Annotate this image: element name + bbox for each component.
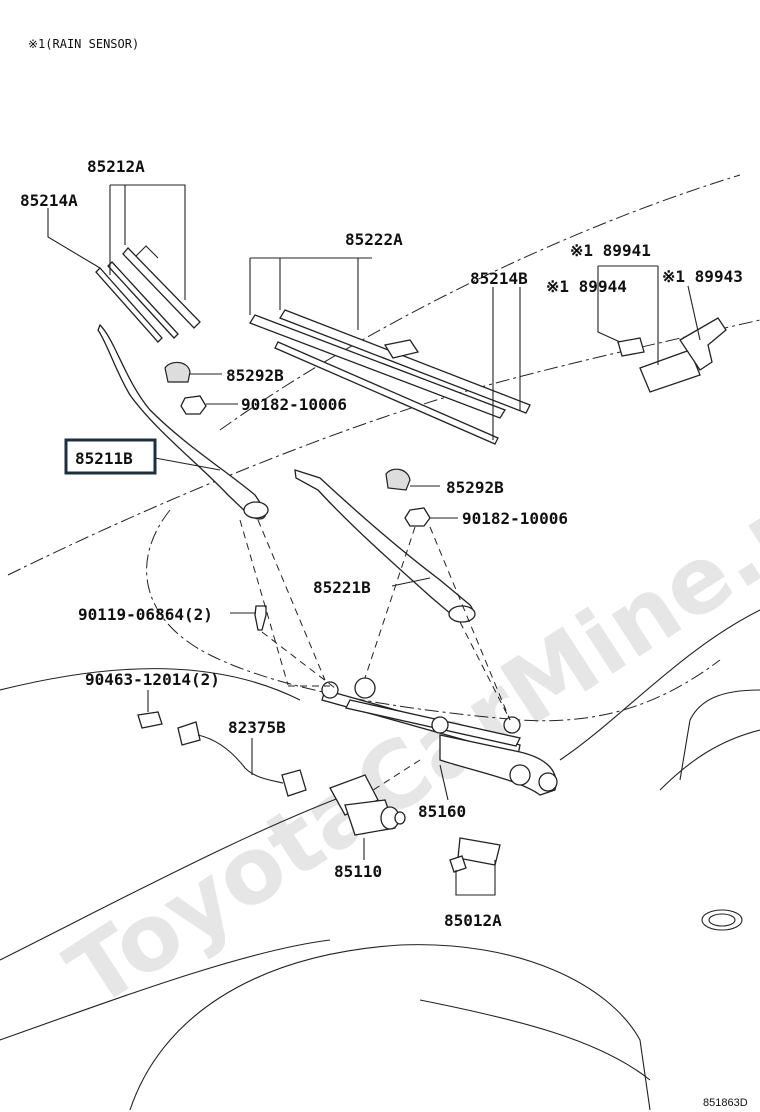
label-85221B[interactable]: 85221B: [313, 578, 371, 597]
highlight-box-85211B: [64, 438, 157, 475]
small-fasteners: [137, 605, 501, 873]
rain-sensor-note: ※1(RAIN SENSOR): [28, 37, 139, 51]
label-85012A[interactable]: 85012A: [444, 911, 502, 930]
leader-lines: [47, 184, 701, 896]
label-90463[interactable]: 90463-12014(2): [85, 670, 220, 689]
label-85214A[interactable]: 85214A: [20, 191, 78, 210]
label-89944[interactable]: ※1 89944: [546, 277, 627, 296]
label-85222A[interactable]: 85222A: [345, 230, 403, 249]
diagram-reference-number: 851863D: [703, 1097, 748, 1109]
label-82375B[interactable]: 82375B: [228, 718, 286, 737]
wiper-linkage-85160: [321, 677, 558, 796]
wiper-blade-85222A: [249, 309, 531, 445]
label-85292B-upper[interactable]: 85292B: [226, 366, 284, 385]
label-90182-lower[interactable]: 90182-10006: [462, 509, 568, 528]
label-85160[interactable]: 85160: [418, 802, 466, 821]
wiper-motor-85110: [329, 774, 406, 836]
wiper-arm-85211B: [97, 323, 269, 520]
label-85211B[interactable]: 85211B: [75, 449, 133, 468]
rain-sensor-parts: [617, 317, 727, 393]
dashed-guide-lines: [239, 519, 511, 793]
blade-refill-left: [95, 245, 201, 343]
label-85212A[interactable]: 85212A: [87, 157, 145, 176]
label-90119[interactable]: 90119-06864(2): [78, 605, 213, 624]
caps-and-nuts: [164, 361, 431, 527]
label-89943[interactable]: ※1 89943: [662, 267, 743, 286]
label-85292B-lower[interactable]: 85292B: [446, 478, 504, 497]
label-85214B[interactable]: 85214B: [470, 269, 528, 288]
watermark-text: ToyotaCarMine.ru: [49, 441, 760, 1029]
label-90182-upper[interactable]: 90182-10006: [241, 395, 347, 414]
label-85110[interactable]: 85110: [334, 862, 382, 881]
wiper-arm-85221B: [294, 469, 476, 623]
label-89941[interactable]: ※1 89941: [570, 241, 651, 260]
